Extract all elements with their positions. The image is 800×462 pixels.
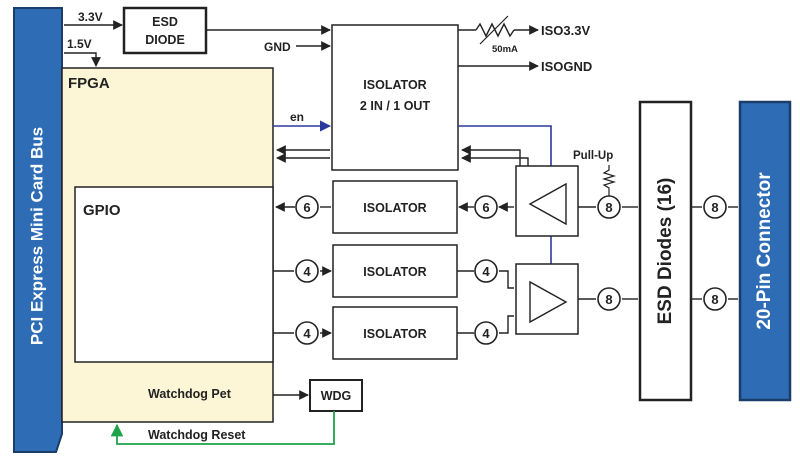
connector-label: 20-Pin Connector [754,172,775,330]
isolator-4b-label: ISOLATOR [363,327,426,341]
isognd-label: ISOGND [541,59,592,74]
row4b-count-right-text: 4 [482,326,490,341]
row6-count-right [474,195,498,219]
row6-count-left [295,195,319,219]
resistor-symbol [475,22,515,38]
upper-buffer-triangle [528,182,567,226]
watchdog-reset-label: Watchdog Reset [148,428,246,442]
conn-count-lower-text: 8 [711,292,718,307]
row4b-count-left-text: 4 [303,326,311,341]
wdg-box [309,379,363,412]
isolator-main-label-line2: 2 IN / 1 OUT [360,99,431,113]
lower-esd-count-text: 8 [605,292,612,307]
iso33-label: ISO3.3V [541,23,590,38]
connector-box [738,100,792,402]
pullup-resistor [601,165,617,197]
lower-buffer-triangle [529,280,568,324]
row4a-count-left-text: 4 [303,264,311,279]
conn-count-upper-text: 8 [711,200,718,215]
row4a-count-right-text: 4 [482,264,490,279]
gpio-block [74,186,274,363]
esd-diode-box [122,6,208,55]
v15-line [64,52,101,67]
row6-count-left-text: 6 [303,200,310,215]
pcie-bus-bar [13,7,63,453]
watchdog-reset-line [110,411,335,445]
row4a-count-left [295,259,319,283]
fpga-label: FPGA [68,75,110,92]
isolator-4a-label: ISOLATOR [363,265,426,279]
lower-esd-count [597,287,621,311]
gpio-label: GPIO [83,202,121,219]
isolator-main-label-line1: ISOLATOR [363,78,426,92]
pcie-bus-label: PCI Express Mini Card Bus [27,127,46,345]
esd-diodes-label: ESD Diodes (16) [655,178,676,325]
v33-label: 3.3V [78,10,103,24]
pullup-label: Pull-Up [573,150,613,162]
row4a-line-d [499,270,514,289]
gnd-label: GND [264,40,291,54]
resistor-variable-mark [479,15,509,45]
wdg-label: WDG [321,389,352,403]
isolator-4b-box [332,306,458,360]
esd-diode-label-line2: DIODE [145,33,185,47]
isolator-main-box [331,24,459,171]
row4b-line-d [499,315,514,334]
row6-count-right-text: 6 [482,200,489,215]
row4b-count-left [295,321,319,345]
conn-count-upper [703,195,727,219]
isolator-6-box [332,180,458,234]
row4b-count-right [474,321,498,345]
watchdog-pet-label: Watchdog Pet [148,387,232,401]
row4a-count-right [474,259,498,283]
upper-esd-count [597,195,621,219]
buffer-to-isolator-line-2 [461,145,521,191]
upper-esd-count-text: 8 [605,200,612,215]
v15-label: 1.5V [67,37,92,51]
isolator-4a-box [332,244,458,298]
isolator-6-label: ISOLATOR [363,201,426,215]
en-label: en [290,110,304,124]
ma50-label: 50mA [492,44,518,55]
conn-count-lower [703,287,727,311]
esd-diodes-box [638,100,693,402]
esd-diode-label-line1: ESD [152,15,178,29]
